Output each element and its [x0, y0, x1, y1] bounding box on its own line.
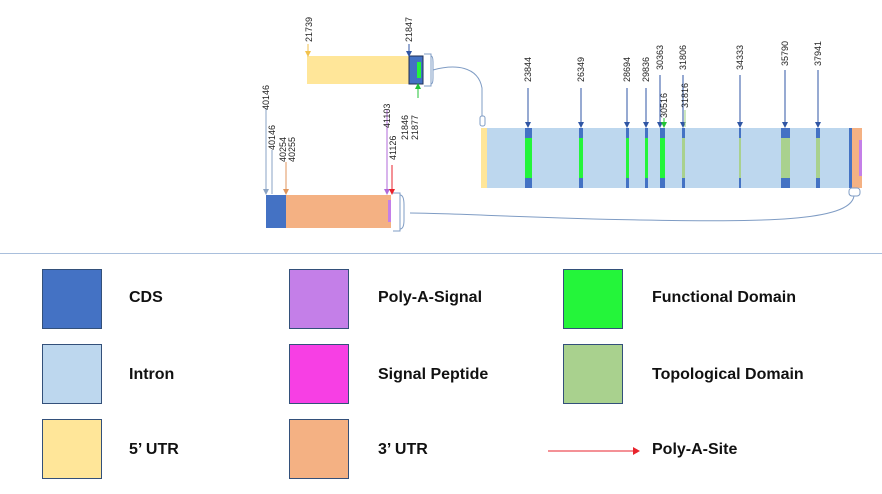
legend-swatch-signal-peptide [289, 344, 349, 404]
top-green-label-2: 21877 [410, 115, 420, 140]
intron-feature-35790-domain [781, 138, 790, 178]
intron-bar [481, 128, 862, 188]
section-divider [0, 253, 882, 254]
top-green-label-1: 21846 [400, 115, 410, 140]
legend-label-5utr: 5’ UTR [129, 441, 179, 458]
connector-bottom [409, 195, 855, 222]
bottom-label-40255: 40255 [287, 137, 297, 162]
top-exon-functional-domain [417, 62, 421, 78]
bottom-label-40146-b: 40146 [267, 125, 277, 150]
intron-5utr-edge [481, 128, 487, 188]
legend-label-3utr: 3’ UTR [378, 441, 428, 458]
bottom-exon-bracket [393, 192, 401, 232]
intron-feature-26349-domain [579, 138, 583, 178]
intron-feature-30363-domain [660, 138, 665, 178]
legend-label-signal-peptide: Signal Peptide [378, 366, 489, 383]
legend-swatch-3utr [289, 419, 349, 479]
top-exon [307, 53, 434, 87]
intron-label-31806: 31806 [678, 45, 688, 70]
bottom-label-41103: 41103 [382, 104, 392, 128]
intron-label-23844: 23844 [523, 57, 533, 82]
bottom-label-40146-a: 40146 [261, 85, 271, 110]
bottom-label-41126: 41126 [388, 136, 398, 160]
intron-annotations: 23844 26349 28694 29836 30363 30516 3180… [523, 41, 823, 128]
legend-swatch-topological-domain [563, 344, 623, 404]
bottom-exon [266, 192, 405, 232]
intron-feature-23844-domain [525, 138, 532, 178]
top-left-label: 21739 [304, 17, 314, 42]
legend-label-poly-a-site: Poly-A-Site [652, 441, 738, 458]
bottom-exon-annotations: 40146 40146 40254 40255 41103 41126 [261, 85, 398, 195]
intron-label-34333: 34333 [735, 45, 745, 70]
intron-label-28694: 28694 [622, 57, 632, 82]
connector-bottom-cap [848, 187, 861, 197]
intron-body [487, 128, 849, 188]
top-exon-bracket [424, 53, 432, 87]
intron-label-37941: 37941 [813, 41, 823, 66]
intron-label-30363: 30363 [655, 45, 665, 70]
connector-top-cap [479, 115, 486, 127]
intron-3utr-right [852, 128, 862, 188]
top-exon-5utr [307, 56, 409, 84]
intron-label-31816: 31816 [680, 83, 690, 108]
legend-label-poly-a-signal: Poly-A-Signal [378, 289, 483, 306]
intron-feature-34333-domain [739, 138, 741, 178]
bottom-exon-bracket-cap [399, 194, 405, 230]
intron-feature-29836-domain [645, 138, 648, 178]
legend-swatch-cds [42, 269, 102, 329]
bottom-exon-polya-signal [388, 200, 391, 222]
legend-poly-a-site-arrow [548, 447, 640, 455]
intron-label-29836: 29836 [641, 57, 651, 82]
intron-label-35790: 35790 [780, 41, 790, 66]
intron-label-30516: 30516 [659, 93, 669, 118]
intron-cds-right [849, 128, 852, 188]
bottom-exon-3utr [286, 195, 391, 228]
legend-label-cds: CDS [129, 289, 163, 306]
bottom-exon-cds [266, 195, 286, 228]
intron-feature-37941-domain [816, 138, 820, 178]
legend-swatch-5utr [42, 419, 102, 479]
intron-polya-signal-right [859, 140, 862, 176]
legend-label-intron: Intron [129, 366, 175, 383]
legend-label-functional-domain: Functional Domain [652, 289, 796, 306]
legend-swatch-poly-a-signal [289, 269, 349, 329]
top-right-label: 21847 [404, 17, 414, 42]
intron-feature-31806-domain [682, 138, 685, 178]
intron-feature-28694-domain [626, 138, 629, 178]
gene-structure-diagram: 21739 21847 21846 21877 [261, 17, 862, 232]
legend-swatch-functional-domain [563, 269, 623, 329]
intron-label-26349: 26349 [576, 57, 586, 82]
legend-swatch-intron [42, 344, 102, 404]
bottom-label-40254: 40254 [278, 137, 288, 162]
connector-top [432, 66, 483, 116]
legend-label-topological-domain: Topological Domain [652, 366, 804, 383]
